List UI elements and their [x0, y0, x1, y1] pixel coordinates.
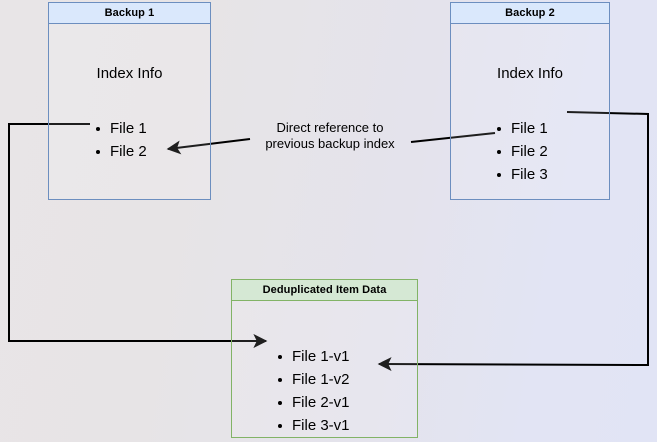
- node-backup2-title: Backup 2: [451, 3, 609, 24]
- list-item: File 2-v1: [277, 391, 350, 414]
- edge-label-direct-reference: Direct reference to previous backup inde…: [252, 120, 408, 152]
- list-item: File 3: [496, 163, 548, 186]
- node-dedup-title: Deduplicated Item Data: [232, 280, 417, 301]
- node-backup2-body: Index Info File 1 File 2 File 3: [451, 24, 609, 199]
- node-dedup-body: File 1-v1 File 1-v2 File 2-v1 File 3-v1: [232, 301, 417, 437]
- node-backup1[interactable]: Backup 1 Index Info File 1 File 2: [48, 2, 211, 200]
- dedup-file-list: File 1-v1 File 1-v2 File 2-v1 File 3-v1: [277, 345, 350, 437]
- edge-label-line-1: Direct reference to: [276, 120, 384, 135]
- backup2-index-info-label: Index Info: [497, 65, 563, 82]
- list-item: File 1: [496, 117, 548, 140]
- backup1-index-info-label: Index Info: [96, 65, 163, 82]
- edge-label-line-2: previous backup index: [265, 136, 395, 151]
- list-item: File 2: [496, 140, 548, 163]
- node-backup1-body: Index Info File 1 File 2: [49, 24, 210, 199]
- node-deduplicated-item-data[interactable]: Deduplicated Item Data File 1-v1 File 1-…: [231, 279, 418, 438]
- node-backup2[interactable]: Backup 2 Index Info File 1 File 2 File 3: [450, 2, 610, 200]
- list-item: File 1-v2: [277, 368, 350, 391]
- list-item: File 3-v1: [277, 414, 350, 437]
- backup2-file-list: File 1 File 2 File 3: [496, 117, 548, 186]
- list-item: File 2: [95, 140, 147, 163]
- list-item: File 1-v1: [277, 345, 350, 368]
- list-item: File 1: [95, 117, 147, 140]
- node-backup1-title: Backup 1: [49, 3, 210, 24]
- backup1-file-list: File 1 File 2: [95, 117, 147, 163]
